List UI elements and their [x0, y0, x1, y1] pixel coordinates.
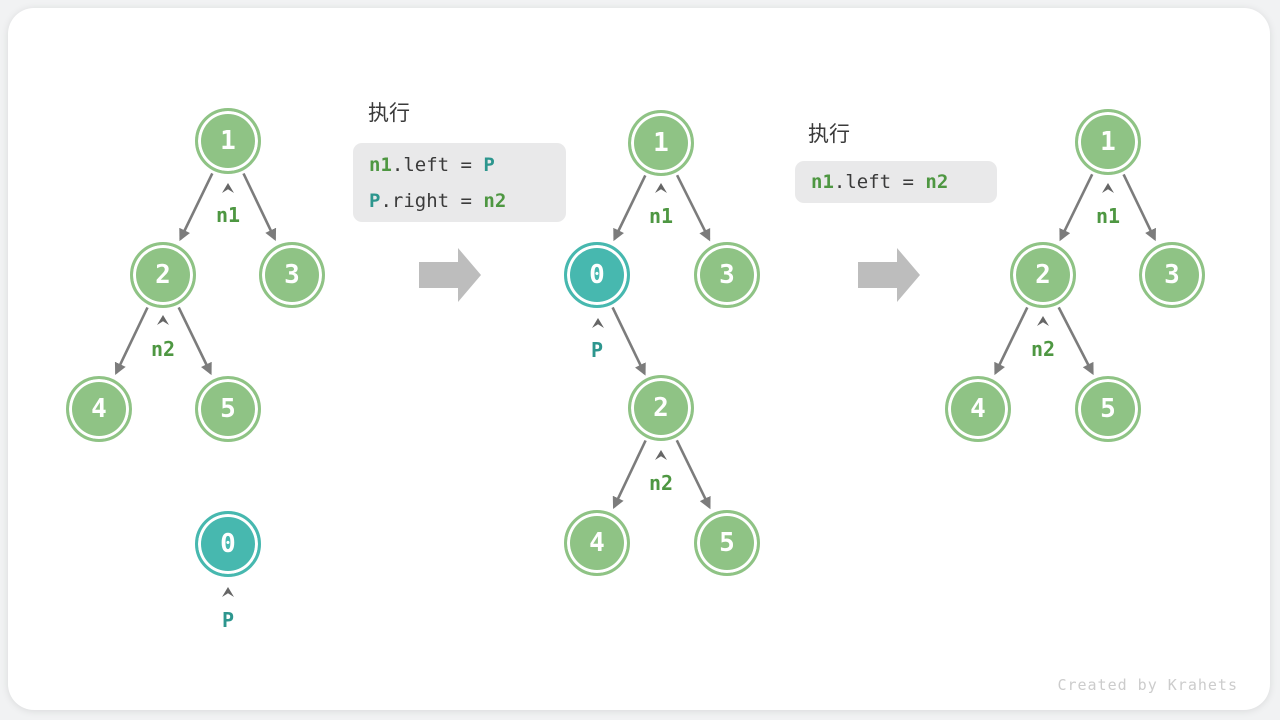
- tree-node-inserted: 0: [564, 242, 630, 308]
- code-line: P.right = n2: [369, 183, 550, 219]
- code-token: n2: [925, 171, 949, 193]
- step-title: 执行: [808, 123, 850, 146]
- tree-node: 5: [195, 376, 261, 442]
- tree-node: 5: [1075, 376, 1141, 442]
- code-token: .left =: [833, 171, 926, 193]
- pointer-label-p: P: [590, 338, 604, 362]
- code-line: n1.left = P: [369, 147, 550, 183]
- code-token: P: [369, 189, 381, 212]
- watermark: Created by Krahets: [1057, 676, 1238, 694]
- tree-node: 3: [259, 242, 325, 308]
- code-token: .left =: [391, 153, 484, 176]
- tree-node: 2: [130, 242, 196, 308]
- tree-node: 2: [628, 375, 694, 441]
- pointer-label-n2: n2: [1030, 337, 1056, 361]
- code-block: n1.left = P P.right = n2: [353, 143, 566, 222]
- tree-node-inserted: 0: [195, 511, 261, 577]
- code-token: n1: [369, 153, 392, 176]
- pointer-label-n2: n2: [648, 471, 674, 495]
- tree-node: 5: [694, 510, 760, 576]
- pointer-label-n1: n1: [648, 204, 674, 228]
- tree-node: 3: [694, 242, 760, 308]
- tree-node: 1: [1075, 109, 1141, 175]
- pointer-label-n1: n1: [1095, 204, 1121, 228]
- tree-node: 1: [195, 108, 261, 174]
- code-token: n2: [483, 189, 507, 212]
- tree-node: 4: [945, 376, 1011, 442]
- step-title: 执行: [368, 102, 410, 125]
- pointer-label-n1: n1: [215, 203, 241, 227]
- code-line: n1.left = n2: [811, 164, 981, 200]
- tree-node: 3: [1139, 242, 1205, 308]
- pointer-label-n2: n2: [150, 337, 176, 361]
- code-token: .right =: [380, 189, 484, 212]
- tree-node: 4: [564, 510, 630, 576]
- code-token: P: [483, 153, 495, 176]
- code-block: n1.left = n2: [795, 161, 997, 203]
- tree-node: 1: [628, 110, 694, 176]
- tree-node: 2: [1010, 242, 1076, 308]
- tree-node: 4: [66, 376, 132, 442]
- code-token: n1: [811, 171, 834, 193]
- pointer-label-p: P: [221, 608, 235, 632]
- figure-card: [8, 8, 1270, 710]
